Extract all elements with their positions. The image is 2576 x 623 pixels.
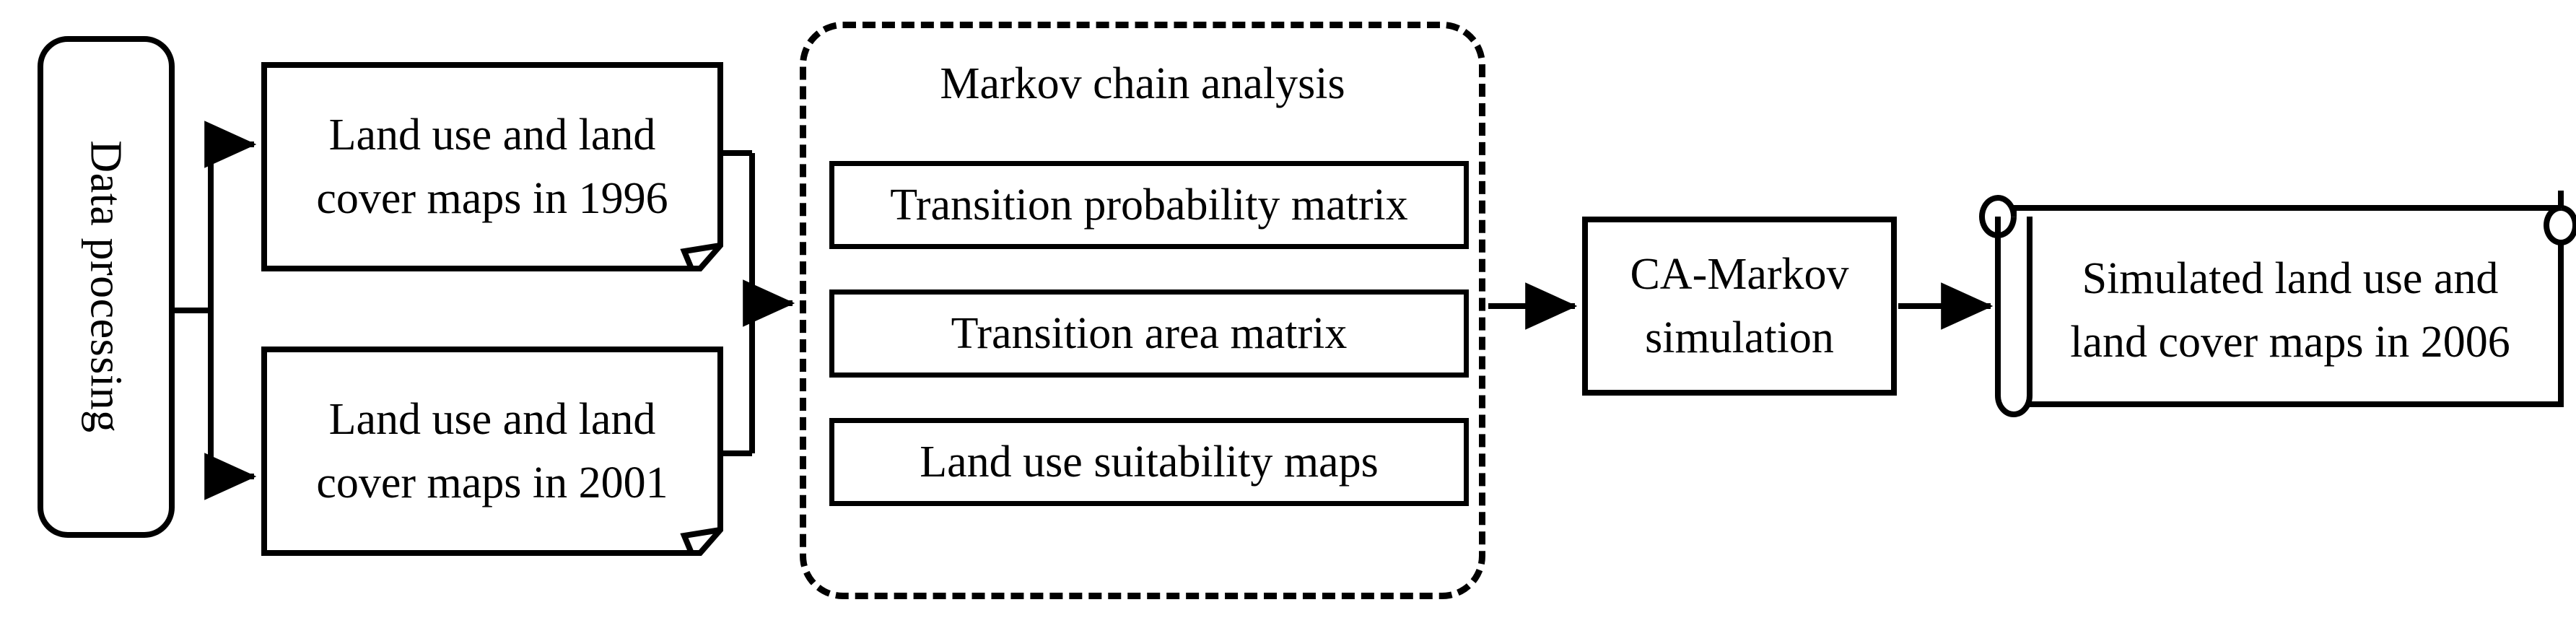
transition-area-matrix-label: Transition area matrix bbox=[951, 308, 1348, 358]
markov-chain-analysis-title: Markov chain analysis bbox=[940, 59, 1345, 108]
land-use-maps-1996-label: Land use and land cover maps in 1996 bbox=[316, 110, 668, 223]
data-processing-outline bbox=[38, 36, 175, 538]
simulated-output-shape bbox=[1979, 191, 2576, 417]
node-data-processing[interactable]: Data processing bbox=[38, 36, 175, 538]
node-land-use-maps-2001[interactable]: Land use and land cover maps in 2001 bbox=[261, 347, 723, 556]
connector-dataprocessing-to-docs bbox=[175, 121, 257, 500]
group-markov-chain-analysis: Markov chain analysis Transition probabi… bbox=[800, 22, 1485, 599]
data-processing-label: Data processing bbox=[82, 140, 131, 434]
land-use-maps-2001-label: Land use and land cover maps in 2001 bbox=[316, 394, 668, 507]
node-ca-markov-simulation[interactable]: CA-Markov simulation bbox=[1582, 217, 1897, 396]
simulated-output-label: Simulated land use and land cover maps i… bbox=[2070, 253, 2510, 367]
node-simulated-output[interactable]: Simulated land use and land cover maps i… bbox=[1975, 199, 2567, 422]
connector-docs-to-markov bbox=[720, 150, 795, 456]
node-transition-area-matrix[interactable]: Transition area matrix bbox=[829, 289, 1469, 378]
node-land-use-maps-1996[interactable]: Land use and land cover maps in 1996 bbox=[261, 62, 723, 271]
node-transition-probability-matrix[interactable]: Transition probability matrix bbox=[829, 161, 1469, 249]
doc-2001-shape bbox=[261, 347, 723, 556]
transition-probability-matrix-label: Transition probability matrix bbox=[890, 180, 1408, 230]
ca-markov-simulation-label: CA-Markov simulation bbox=[1630, 249, 1849, 362]
land-use-suitability-maps-label: Land use suitability maps bbox=[920, 437, 1379, 487]
node-land-use-suitability-maps[interactable]: Land use suitability maps bbox=[829, 418, 1469, 506]
doc-1996-shape bbox=[261, 62, 723, 271]
